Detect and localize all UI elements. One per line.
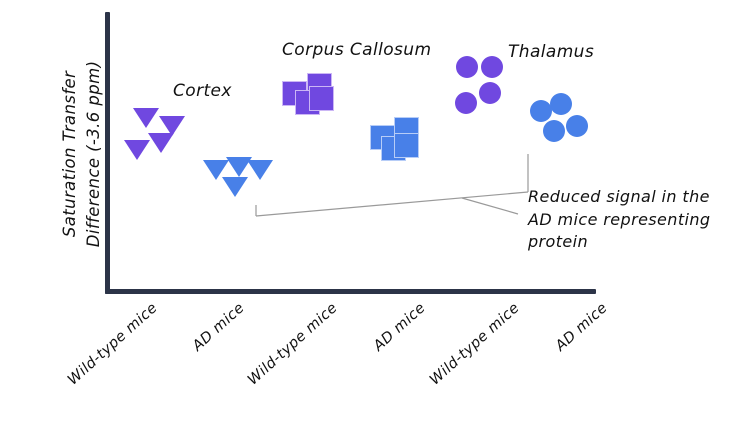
data-point-thalamus-ad-4 (566, 115, 588, 137)
x-tick-label-2: AD mice (189, 300, 248, 355)
y-axis-title-line-2: Difference (-3.6 ppm) (84, 60, 103, 248)
bracket-span-line (255, 191, 529, 217)
data-point-cortex-ad-2 (226, 157, 252, 177)
data-point-cortex-wt-4 (124, 140, 150, 160)
x-axis-line (105, 289, 596, 294)
region-label-corpus-callosum: Corpus Callosum (282, 40, 432, 60)
region-label-thalamus: Thalamus (508, 42, 595, 62)
data-point-cortex-wt-1 (133, 108, 159, 128)
y-axis-title-line-1: Saturation Transfer (60, 70, 80, 238)
data-point-thalamus-ad-2 (550, 93, 572, 115)
annotation-bracket (255, 154, 529, 217)
data-point-cortex-ad-4 (222, 177, 248, 197)
data-point-cortex-wt-2 (159, 116, 185, 136)
data-point-thalamus-wt-3 (479, 82, 501, 104)
data-point-cortex-wt-3 (148, 133, 174, 153)
x-tick-label-4: AD mice (370, 300, 429, 355)
x-tick-label-6: AD mice (552, 300, 611, 355)
region-label-cortex: Cortex (173, 81, 232, 101)
data-point-cortex-ad-3 (247, 160, 273, 180)
y-axis-title: Saturation Transfer Difference (-3.6 ppm… (58, 34, 106, 274)
annotation-text: Reduced signal in the AD mice representi… (528, 186, 743, 254)
data-point-thalamus-wt-2 (481, 56, 503, 78)
x-tick-label-5: Wild-type mice (426, 300, 523, 389)
annotation-text-line-1: Reduced signal in the (528, 187, 710, 206)
data-point-thalamus-wt-1 (456, 56, 478, 78)
data-point-thalamus-ad-3 (543, 120, 565, 142)
data-point-cortex-ad-1 (203, 160, 229, 180)
x-tick-label-1: Wild-type mice (64, 300, 161, 389)
data-point-thalamus-ad-1 (530, 100, 552, 122)
data-point-thalamus-wt-4 (455, 92, 477, 114)
bracket-leader-line (461, 197, 519, 215)
data-point-corpus-ad-4 (394, 133, 419, 158)
annotation-text-line-3: protein (528, 232, 589, 252)
data-point-corpus-wt-4 (309, 86, 334, 111)
y-axis-line (105, 12, 110, 294)
x-tick-label-3: Wild-type mice (244, 300, 341, 389)
annotation-text-line-2: AD mice representing (528, 209, 711, 229)
